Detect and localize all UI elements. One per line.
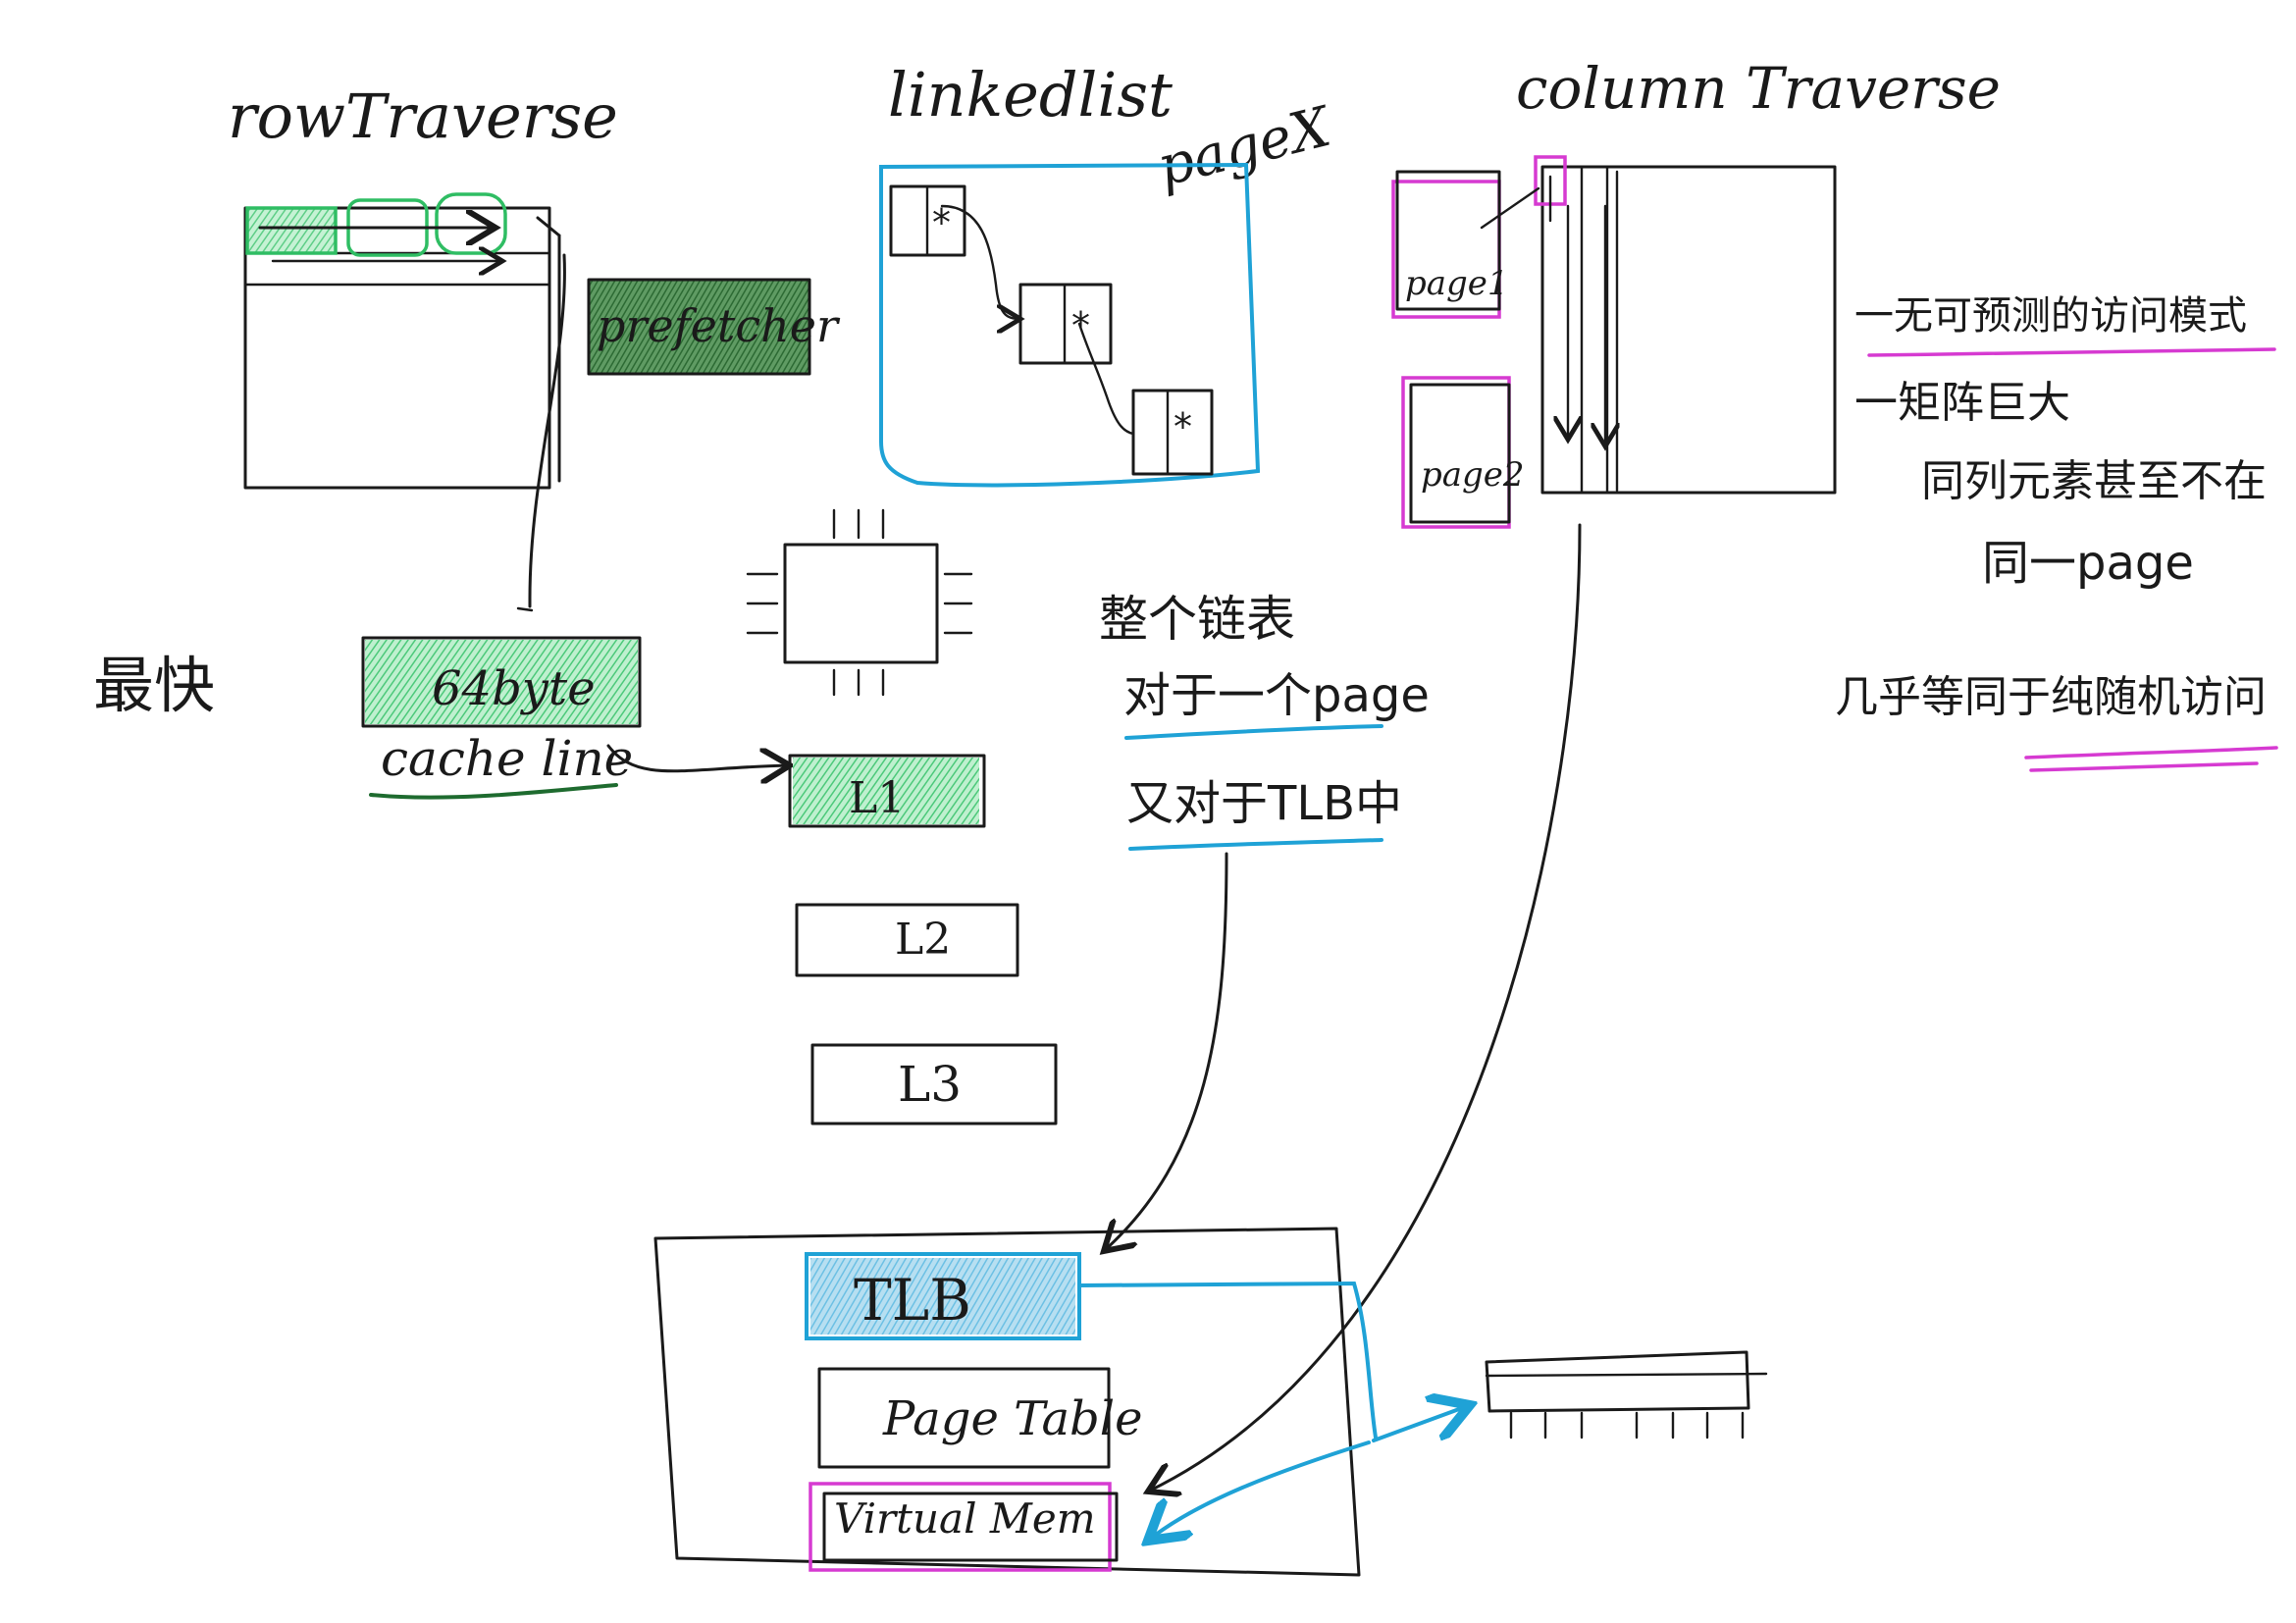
column-traverse-title: column Traverse [1516,55,2001,122]
tlb-to-ram-line [1077,1281,1378,1440]
fastest-label: 最快 [93,650,215,721]
bullet-unpredictable: 一无可预测的访问模式 [1854,293,2247,339]
page2-label: page2 [1421,455,1525,495]
note-same-column: 同列元素甚至不在 [1921,456,2267,506]
one-page-label: 对于一个page [1123,668,1430,723]
virtual-mem-label: Virtual Mem [834,1494,1096,1543]
prefetch-connector [528,253,566,608]
l3-label: L3 [898,1056,962,1113]
prefetcher-label: prefetcher [597,299,841,352]
l1-cache-box: L1 [788,754,986,828]
l2-cache-box: L2 [795,903,1019,977]
virtual-mem-box: Virtual Mem [809,1482,1119,1572]
page1-label: page1 [1405,264,1509,303]
cache-line-chunks [245,192,507,261]
prefetcher-box: prefetcher [587,278,841,376]
cache-64byte-label: 64byte [432,661,596,716]
page-table-label: Page Table [882,1391,1143,1446]
cache-line-label: cache line [381,730,633,787]
row-traverse-title: rowTraverse [228,80,618,152]
linked-list-title: linkedlist [888,59,1173,131]
whole-list-label: 整个链表 [1099,591,1295,648]
node-pointer-1: * [932,201,951,244]
note-pure-random: 几乎等同于纯随机访问 [1835,672,2267,722]
page1-box: page1 [1391,170,1540,319]
column-matrix [1534,155,1837,495]
in-tlb-label: 又对于TLB中 [1126,776,1402,831]
l1-label: L1 [849,773,905,823]
page-x-box [879,162,1261,488]
cache-line-to-l1-arrow [606,744,790,771]
linked-list-nodes: * * * [889,184,1214,476]
tlb-box: TLB [805,1252,1081,1340]
list-to-tlb-arrow [1104,852,1228,1251]
page-table-box: Page Table [817,1367,1143,1469]
bullet-matrix-huge: 一矩阵巨大 [1854,378,2070,428]
ram-stick-icon [1485,1350,1768,1440]
note-same-page: 同一page [1982,536,2194,591]
cache-line-box: 64byte [361,636,642,728]
memory-system-box [653,1227,1361,1577]
l3-cache-box: L3 [810,1043,1058,1126]
page2-box: page2 [1401,376,1525,529]
cpu-chip-icon [746,508,973,697]
l2-label: L2 [895,915,951,965]
tlb-label: TLB [854,1267,971,1334]
node-pointer-3: * [1174,405,1192,448]
column-to-vmem-arrow [1148,523,1582,1492]
ram-vmem-arrow [1148,1440,1371,1541]
